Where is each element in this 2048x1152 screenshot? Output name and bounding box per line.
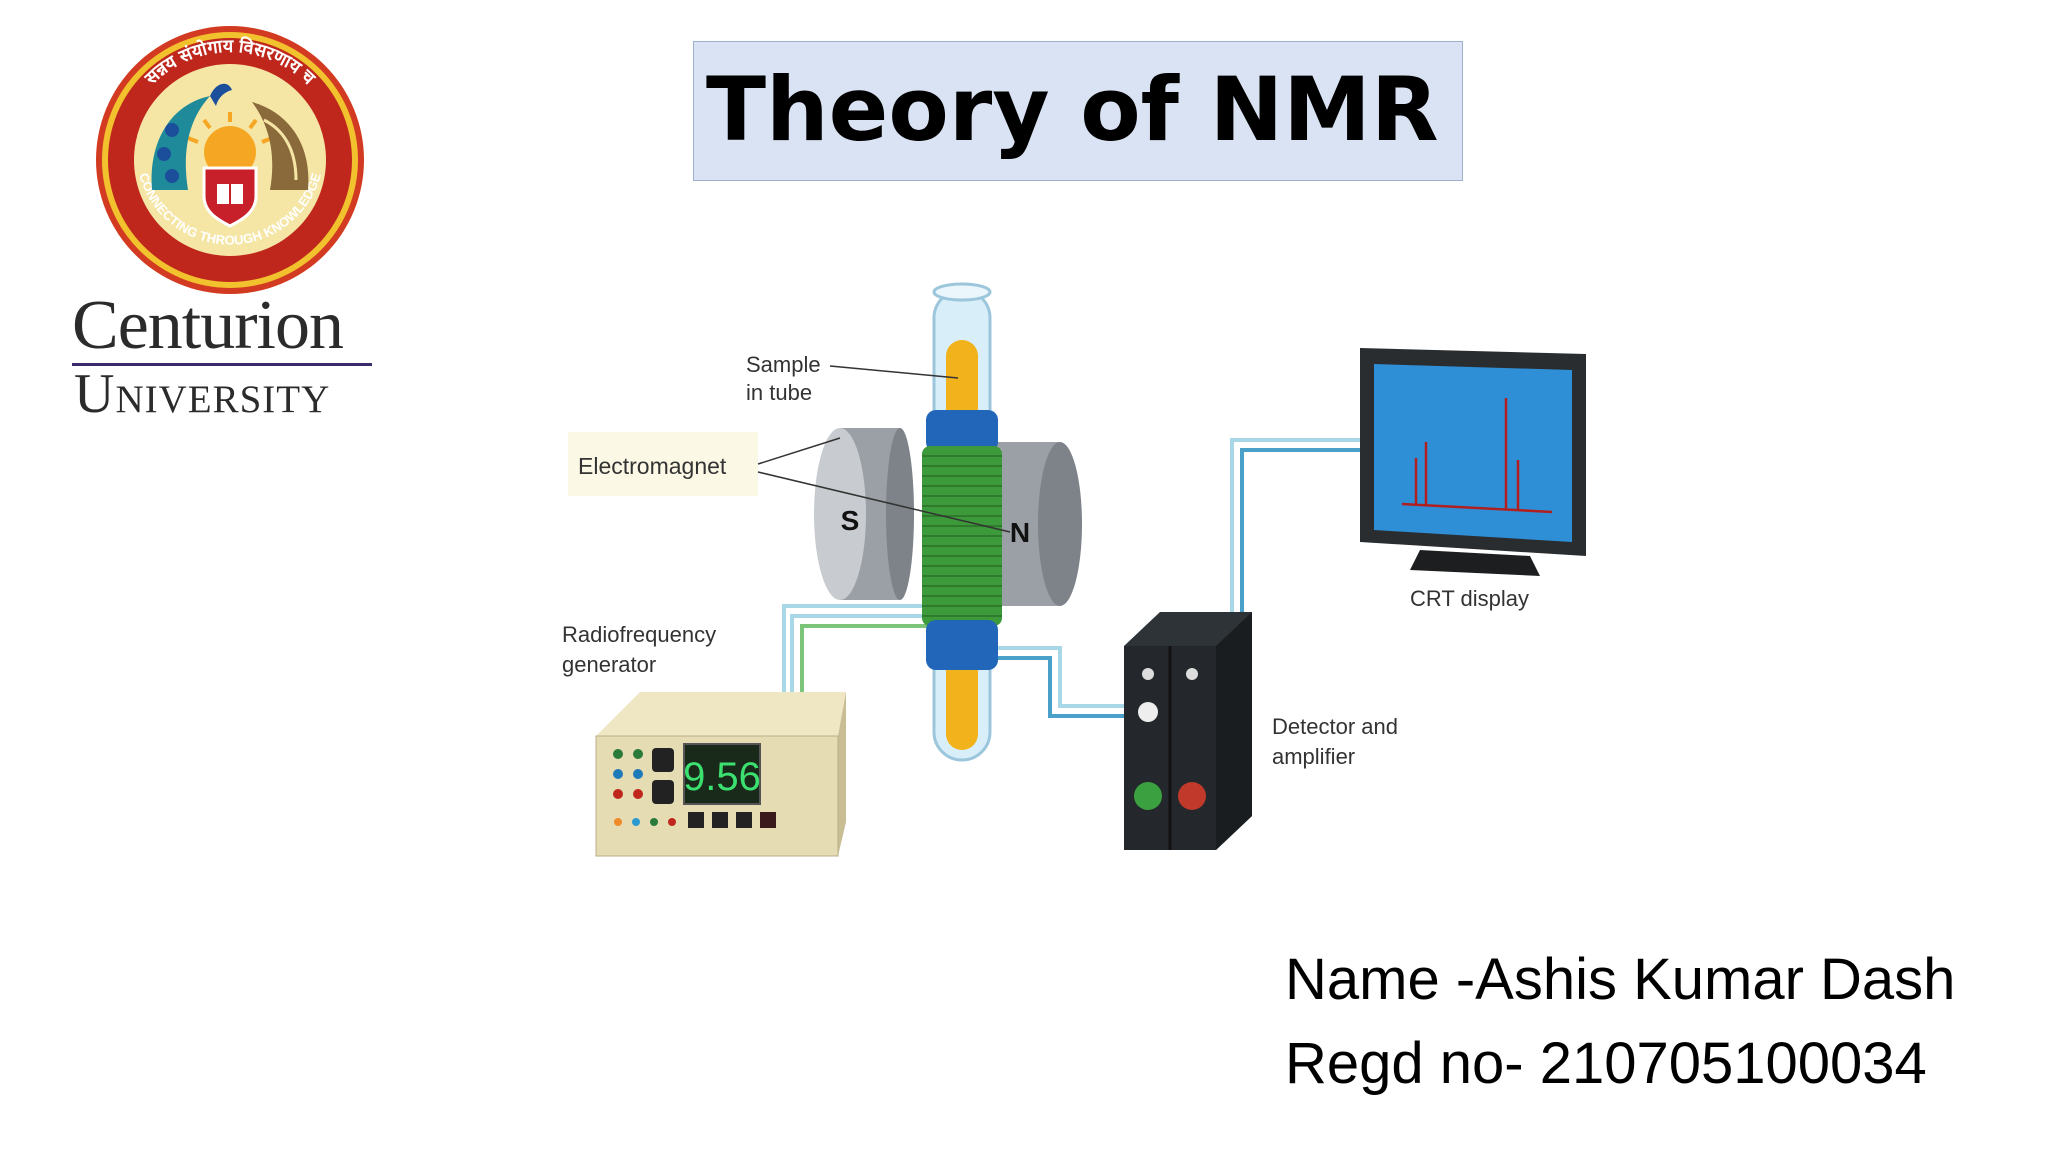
sample-label-line1: Sample	[746, 352, 821, 377]
pole-s-label: S	[841, 505, 860, 536]
pole-n-label: N	[1010, 517, 1030, 548]
rf-knobs	[613, 748, 674, 804]
rf-coil	[922, 410, 1002, 670]
sun-icon	[187, 112, 273, 178]
university-name: Centurion	[72, 287, 344, 364]
student-name: Name -Ashis Kumar Dash	[1285, 947, 1956, 1012]
rf-bottom-controls	[614, 812, 776, 828]
wing-icon	[252, 102, 309, 190]
crt-screen	[1374, 364, 1572, 542]
peacock-icon	[151, 83, 232, 190]
coil-windings	[922, 455, 1002, 617]
university-name-rule	[72, 363, 372, 366]
electromagnet-label: Electromagnet	[578, 453, 727, 479]
wire-rf-1	[790, 614, 938, 692]
nmr-diagram: S N	[540, 260, 1610, 880]
wire-det-1	[986, 646, 1130, 708]
wire-crt-2	[1240, 448, 1360, 612]
wire-rf-2	[800, 624, 938, 692]
spectrum-trace	[1401, 398, 1553, 514]
wire-crt-1	[1230, 438, 1360, 612]
rf-generator-label-line1: Radiofrequency	[562, 622, 716, 647]
student-info: Name -Ashis Kumar Dash Regd no- 21070510…	[1285, 938, 1955, 1106]
crt-stand	[1410, 550, 1540, 576]
slide-title: Theory of NMR	[706, 58, 1439, 161]
detector-amplifier	[1124, 612, 1252, 850]
detector-label-line1: Detector and	[1272, 714, 1398, 739]
magnet-south: S	[814, 428, 914, 600]
detector-label-line2: amplifier	[1272, 744, 1355, 769]
shield-icon	[202, 166, 258, 228]
crt-label: CRT display	[1410, 586, 1529, 611]
rf-generator-label-line2: generator	[562, 652, 656, 677]
rf-display-panel	[683, 743, 761, 805]
university-subtitle-text: University	[74, 363, 331, 425]
wires	[782, 438, 1360, 718]
wire-det-2	[986, 656, 1130, 718]
wire-rf-3	[782, 604, 938, 692]
electromagnet-label-group: Electromagnet	[568, 432, 1011, 533]
sample-label-line2: in tube	[746, 380, 812, 405]
title-box: Theory of NMR	[693, 41, 1463, 181]
university-logo: सन्नय संयोगाय विसरणाय च CONNECTING THROU…	[60, 20, 400, 422]
rf-generator: 9.56	[595, 692, 846, 857]
university-subtitle: University	[74, 366, 330, 422]
sample-label-group: Sample in tube	[746, 352, 959, 405]
crt-display	[1360, 348, 1586, 576]
university-seal-icon: सन्नय संयोगाय विसरणाय च CONNECTING THROU…	[96, 26, 364, 294]
rf-readout: 9.56	[683, 755, 761, 799]
nmr-diagram-svg: S N	[562, 282, 1586, 857]
student-regd: Regd no- 210705100034	[1285, 1031, 1927, 1096]
